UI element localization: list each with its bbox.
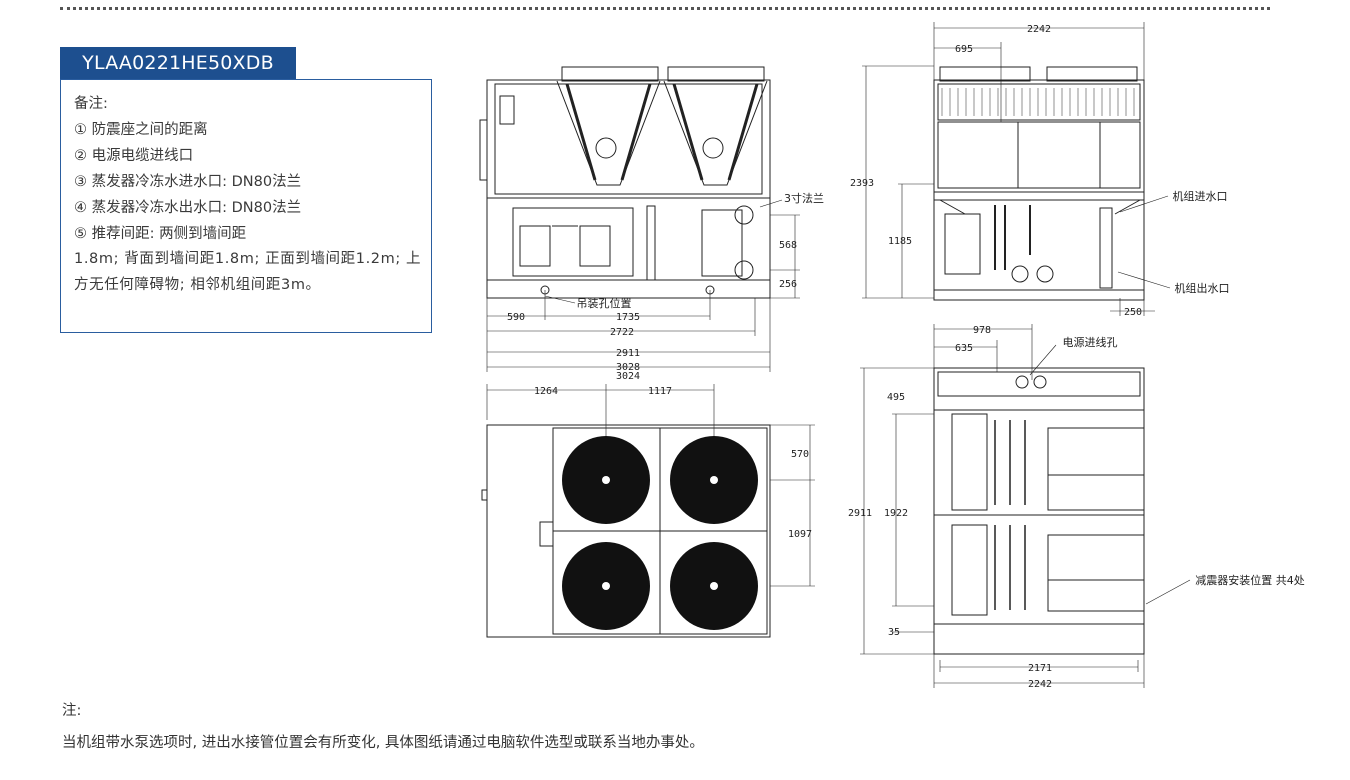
dim-top-1264: 1264 (534, 386, 558, 397)
note-item-1: ① 防震座之间的距离 (74, 122, 208, 138)
dim-plan-2242: 2242 (1028, 679, 1052, 690)
top-dotted-rule (60, 7, 1270, 10)
top-view (481, 384, 815, 638)
dim-side-1185: 1185 (888, 236, 912, 247)
dim-front-1735: 1735 (616, 312, 640, 323)
dim-front-568: 568 (779, 240, 797, 251)
note-item-2: ② 电源电缆进线口 (74, 148, 194, 164)
front-view (479, 66, 800, 372)
dim-plan-2171: 2171 (1028, 663, 1052, 674)
dim-plan-495: 495 (887, 392, 905, 403)
dim-front-2911: 2911 (616, 348, 640, 359)
note-item-5-continuation: 1.8m; 背面到墙间距1.8m; 正面到墙间距1.2m; 上方无任何障碍物; … (74, 251, 422, 293)
note-item-4: ④ 蒸发器冷冻水出水口: DN80法兰 (74, 200, 302, 216)
dim-front-590: 590 (507, 312, 525, 323)
label-flange: 3寸法兰 (784, 191, 824, 205)
dim-top-570: 570 (791, 449, 809, 460)
fan-bottom-right (670, 542, 758, 630)
dim-plan-978: 978 (973, 325, 991, 336)
dim-front-3028: 3028 (616, 362, 640, 373)
dim-plan-635: 635 (955, 343, 973, 354)
notes-panel: 备注: ① 防震座之间的距离 ② 电源电缆进线口 ③ 蒸发器冷冻水进水口: DN… (60, 79, 432, 333)
dim-side-250: 250 (1124, 307, 1142, 318)
dim-side-695: 695 (955, 44, 973, 55)
dim-front-256: 256 (779, 279, 797, 290)
dim-front-2722: 2722 (610, 327, 634, 338)
side-view (862, 22, 1171, 316)
model-title: YLAA0221HE50XDB (60, 47, 296, 79)
dim-plan-1922: 1922 (884, 508, 908, 519)
dim-side-2242: 2242 (1027, 24, 1051, 35)
dim-plan-35: 35 (888, 627, 900, 638)
fan-bottom-left (562, 542, 650, 630)
footer-text: 当机组带水泵选项时, 进出水接管位置会有所变化, 具体图纸请通过电脑软件选型或联… (62, 735, 704, 751)
drawing-canvas: 590 1735 2722 2911 3028 3024 568 256 3寸法… (479, 22, 1305, 690)
label-inlet: 机组进水口 (1173, 189, 1228, 203)
fan-top-left (562, 436, 650, 524)
footer-label: 注: (62, 703, 82, 719)
note-item-5: ⑤ 推荐间距: 两侧到墙间距 (74, 226, 247, 242)
label-lift-hole: 吊装孔位置 (577, 296, 632, 310)
plan-view (860, 324, 1191, 688)
label-power-hole: 电源进线孔 (1063, 335, 1118, 349)
label-isolator: 减震器安装位置 共4处 (1195, 573, 1305, 587)
note-item-3: ③ 蒸发器冷冻水进水口: DN80法兰 (74, 174, 302, 190)
label-outlet: 机组出水口 (1175, 281, 1230, 295)
dim-front-3024: 3024 (616, 371, 640, 382)
dim-side-2393: 2393 (850, 178, 874, 189)
fan-top-right (670, 436, 758, 524)
dim-top-1117: 1117 (648, 386, 672, 397)
dim-plan-2911: 2911 (848, 508, 872, 519)
dim-top-1097: 1097 (788, 529, 812, 540)
fans (562, 436, 758, 630)
notes-title: 备注: (74, 96, 108, 112)
